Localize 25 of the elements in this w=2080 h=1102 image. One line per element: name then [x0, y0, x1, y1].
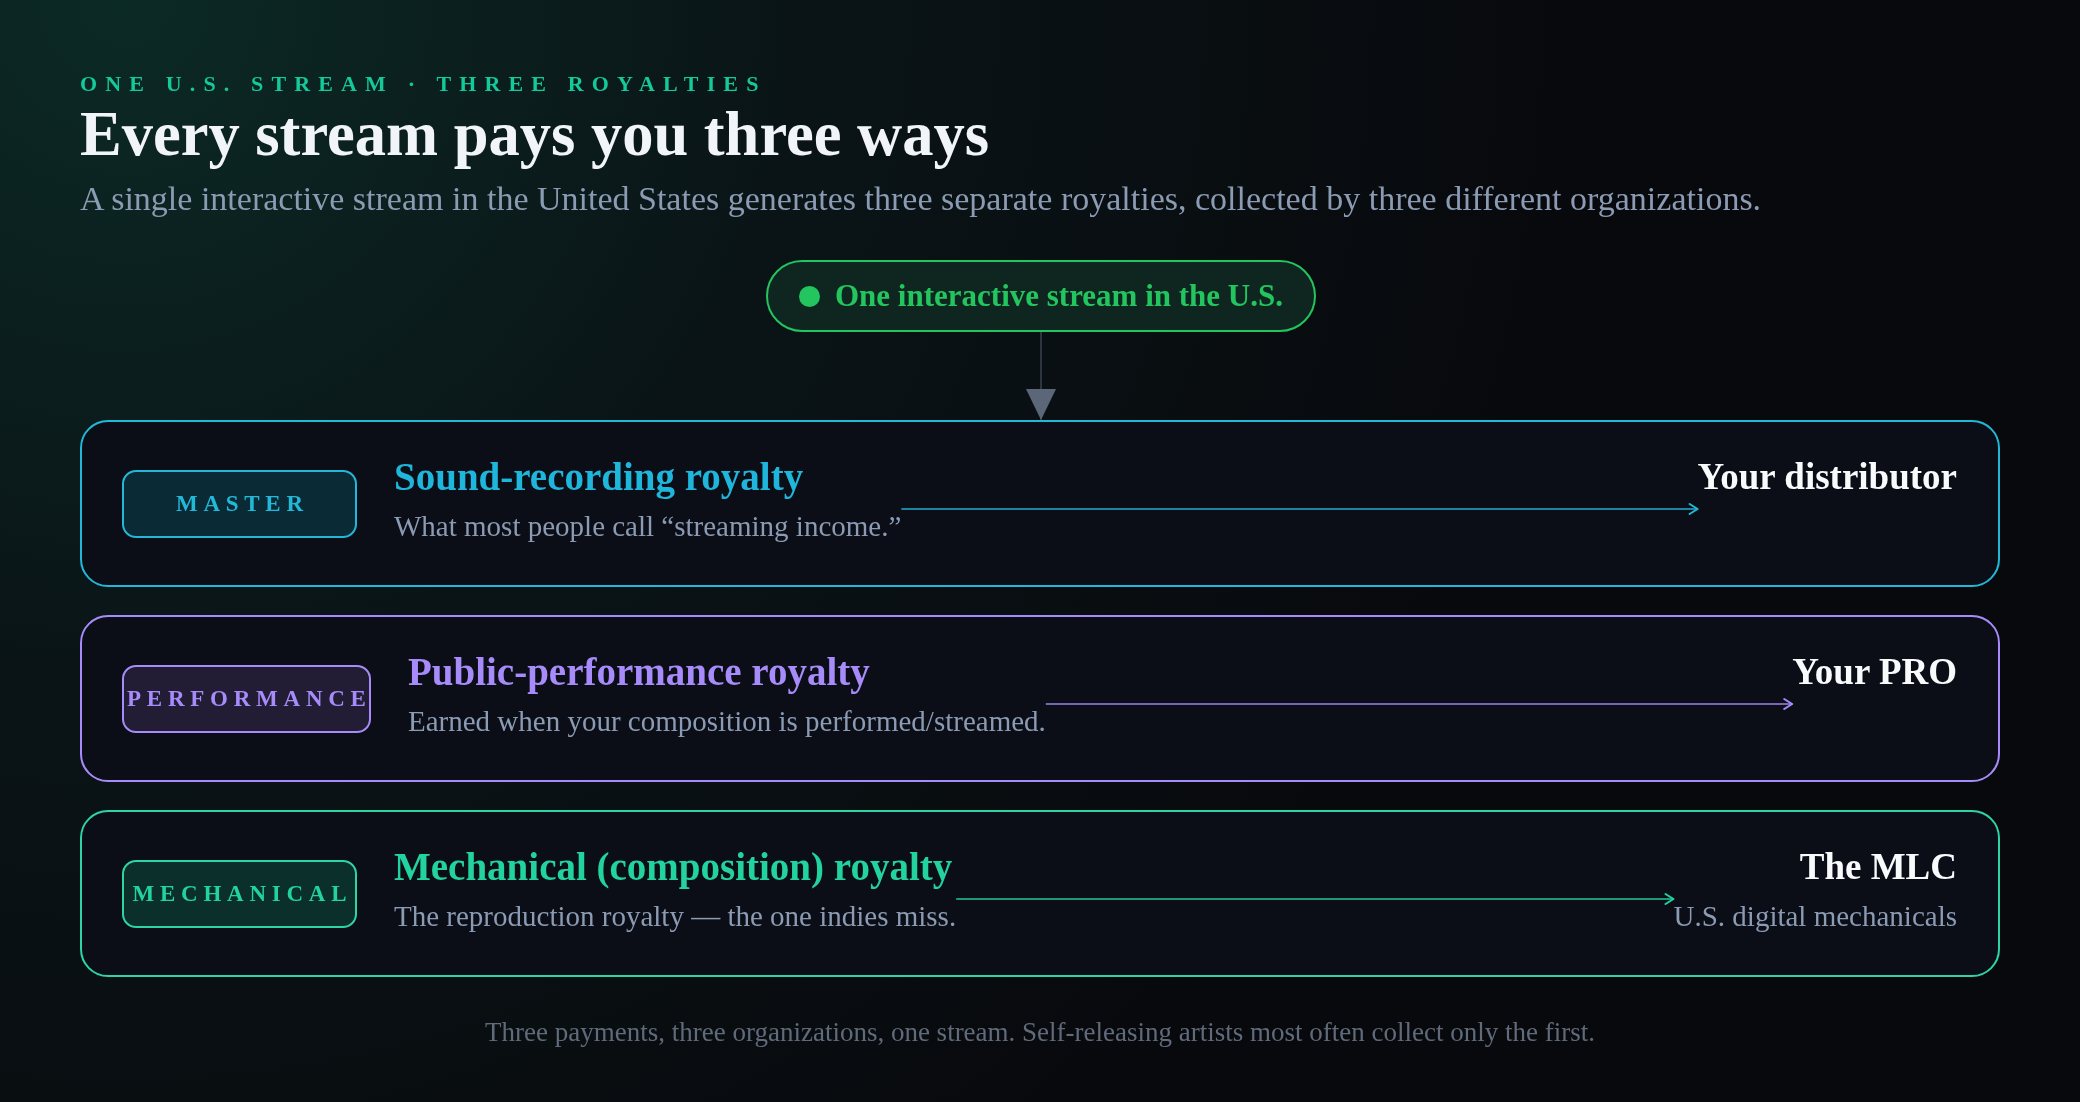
payee-subtitle: U.S. digital mechanicals	[1673, 899, 1957, 933]
down-arrow	[1026, 331, 1056, 421]
royalty-card	[80, 810, 2000, 977]
payee-title: Your PRO	[1792, 650, 1957, 694]
category-tag: MECHANICAL	[122, 859, 357, 928]
eyebrow-label: ONE U.S. STREAM · THREE ROYALTIES	[80, 70, 767, 98]
royalty-description: What most people call “streaming income.”	[394, 509, 902, 543]
payee-title: The MLC	[1799, 845, 1957, 889]
category-tag: PERFORMANCE	[122, 664, 371, 733]
royalty-card	[80, 420, 2000, 587]
flow-arrow	[900, 503, 1699, 515]
royalty-title: Public-performance royalty	[408, 650, 870, 694]
royalty-description: Earned when your composition is performed/streamed.	[408, 704, 1046, 738]
footnote-caption: Three payments, three organizations, one stream. Self-releasing artists most often collect only the first.	[485, 1016, 1595, 1048]
royalty-description: The reproduction royalty — the one indies miss.	[394, 899, 957, 933]
royalty-card	[80, 615, 2000, 782]
subtitle-text: A single interactive stream in the United States generates three separate royalties, collected by three different organizations.	[80, 179, 1762, 219]
category-tag: MASTER	[122, 469, 357, 538]
page-title: Every stream pays you three ways	[80, 98, 990, 170]
payee-title: Your distributor	[1697, 455, 1957, 499]
pill-text: One interactive stream in the U.S.	[835, 277, 1283, 315]
flow-arrow	[1044, 698, 1794, 710]
royalty-title: Sound-recording royalty	[394, 455, 804, 499]
flow-arrow	[955, 893, 1675, 905]
royalty-title: Mechanical (composition) royalty	[394, 845, 953, 889]
